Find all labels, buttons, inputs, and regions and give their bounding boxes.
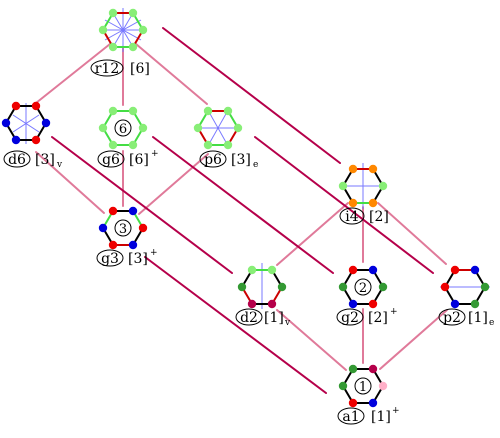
node-g3-hexagon: 3 xyxy=(98,206,148,250)
node-g6-label: g6 [6] + xyxy=(97,149,159,168)
node-a1-hexagon: 1 xyxy=(338,364,388,408)
node-p6-hexagon xyxy=(193,106,243,150)
node-p2-id: p2 xyxy=(443,310,461,326)
node-g6-superscript: + xyxy=(151,149,159,159)
node-a1-superscript: + xyxy=(392,406,400,416)
node-g2-notation: [2] xyxy=(368,310,388,326)
node-i4-hexagon xyxy=(338,163,388,209)
node-g3-superscript: + xyxy=(150,248,158,258)
edge-r12-i4 xyxy=(162,27,341,164)
node-r12-notation: [6] xyxy=(130,61,150,77)
edge-g3-a1 xyxy=(144,256,327,394)
node-g3-notation: [3] xyxy=(128,251,148,267)
edge-r12-d6 xyxy=(35,43,111,104)
node-d6-label: d6 [3] v xyxy=(3,150,63,170)
edge-p6-g3 xyxy=(138,153,209,215)
node-g2-id: g2 xyxy=(341,310,359,326)
node-i4-notation: [2] xyxy=(369,209,389,225)
node-p2-label: p2 [1] e xyxy=(438,308,494,328)
edge-r12-p6 xyxy=(135,43,208,105)
node-g2-center-number: 2 xyxy=(359,281,367,296)
node-d2-hexagon xyxy=(237,263,287,309)
node-g3-label: g3 [3] + xyxy=(96,248,158,267)
edge-p2-a1 xyxy=(379,309,448,370)
node-r12-id: r12 xyxy=(95,61,120,77)
node-g2-hexagon: 2 xyxy=(338,265,388,309)
edge-p6-p2 xyxy=(254,136,434,274)
node-p2-notation: [1] xyxy=(468,310,488,326)
edge-d6-g3 xyxy=(35,151,105,214)
node-r12-hexagon xyxy=(98,8,148,52)
node-a1-notation: [1] xyxy=(371,409,391,425)
node-g2-superscript: + xyxy=(390,307,398,317)
edge-d6-d2 xyxy=(51,136,233,274)
node-d6-id: d6 xyxy=(8,152,26,168)
edge-d2-a1 xyxy=(276,309,347,371)
node-p2-subscript: e xyxy=(489,318,494,328)
node-d6-subscript: v xyxy=(56,160,63,170)
node-g6-id: g6 xyxy=(102,152,120,168)
node-r12-label: r12 [6] xyxy=(90,59,150,77)
node-p6-subscript: e xyxy=(253,160,258,170)
edge-g6-g2 xyxy=(152,136,334,274)
node-g3-id: g3 xyxy=(101,251,119,267)
node-g3-center-number: 3 xyxy=(119,222,127,237)
node-d2-id: d2 xyxy=(240,310,258,326)
edge-i4-p2 xyxy=(377,202,447,265)
node-a1-center-number: 1 xyxy=(359,380,367,395)
node-g6-center-number: 6 xyxy=(119,122,127,137)
node-g6-notation: [6] xyxy=(129,152,149,168)
node-g2-label: g2 [2] + xyxy=(336,307,398,326)
node-p2-hexagon xyxy=(440,265,490,309)
node-d6-hexagon xyxy=(1,101,51,145)
node-p6-notation: [3] xyxy=(231,152,251,168)
node-g6-hexagon: 6 xyxy=(98,106,148,150)
node-d2-label: d2 [1] v xyxy=(235,308,291,328)
node-d2-subscript: v xyxy=(284,318,291,328)
node-i4-id: i4 xyxy=(345,209,358,225)
node-i4-label: i4 [2] xyxy=(339,207,389,225)
node-d2-notation: [1] xyxy=(264,310,284,326)
node-p6-id: p6 xyxy=(204,152,222,168)
primary-edges xyxy=(51,27,434,394)
node-p6-label: p6 [3] e xyxy=(199,150,258,170)
node-d6-notation: [3] xyxy=(35,152,55,168)
edge-i4-d2 xyxy=(276,202,349,266)
node-a1-id: a1 xyxy=(342,409,359,425)
node-a1-label: a1 [1] + xyxy=(337,406,400,425)
